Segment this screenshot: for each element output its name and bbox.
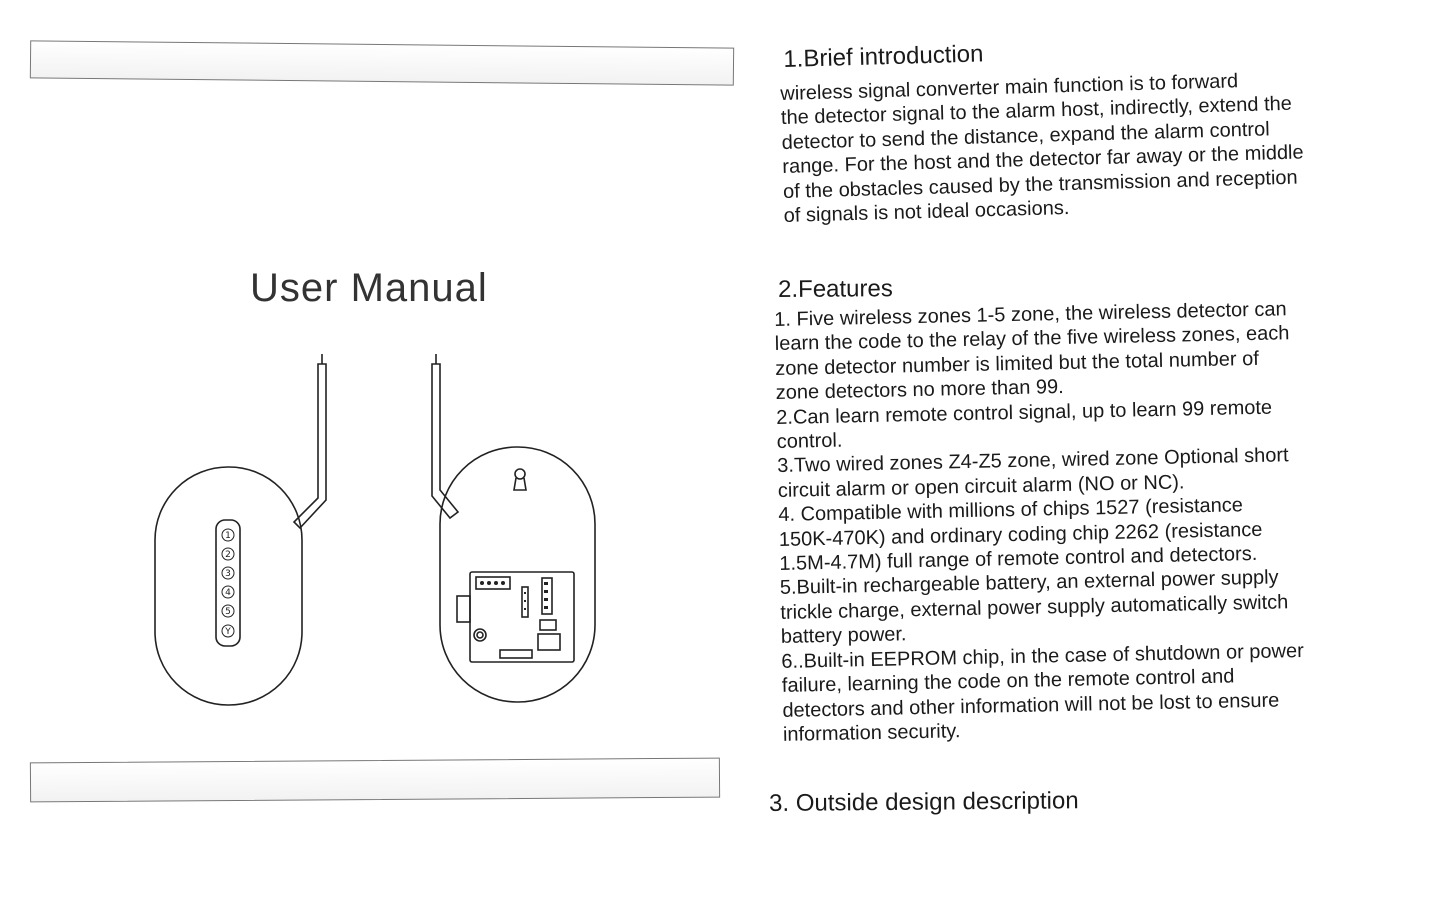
section-heading-features: 2.Features (778, 275, 893, 303)
indicator-label-2: 2 (225, 550, 231, 560)
device-illustration: 1 2 3 4 5 Y (154, 354, 596, 706)
indicator-label-4: 4 (225, 588, 231, 598)
indicator-label-y: Y (224, 627, 231, 637)
indicator-label-5: 5 (225, 607, 231, 617)
top-frame-bar (29, 40, 735, 86)
manual-title: User Manual (250, 266, 488, 310)
indicator-labels: 1 2 3 4 5 Y (221, 528, 235, 638)
bottom-frame-bar (29, 757, 721, 803)
indicator-label-1: 1 (225, 531, 231, 541)
device-back (431, 354, 596, 703)
features-text: 1. Five wireless zones 1-5 zone, the wir… (774, 298, 1305, 746)
section-heading-brief-introduction: 1.Brief introduction (783, 40, 984, 73)
board-details (480, 581, 548, 610)
device-front (154, 354, 327, 706)
indicator-label-3: 3 (225, 569, 231, 579)
brief-introduction-text: wireless signal converter main function … (780, 70, 1304, 227)
section-heading-outside-design: 3. Outside design description (769, 787, 1079, 817)
